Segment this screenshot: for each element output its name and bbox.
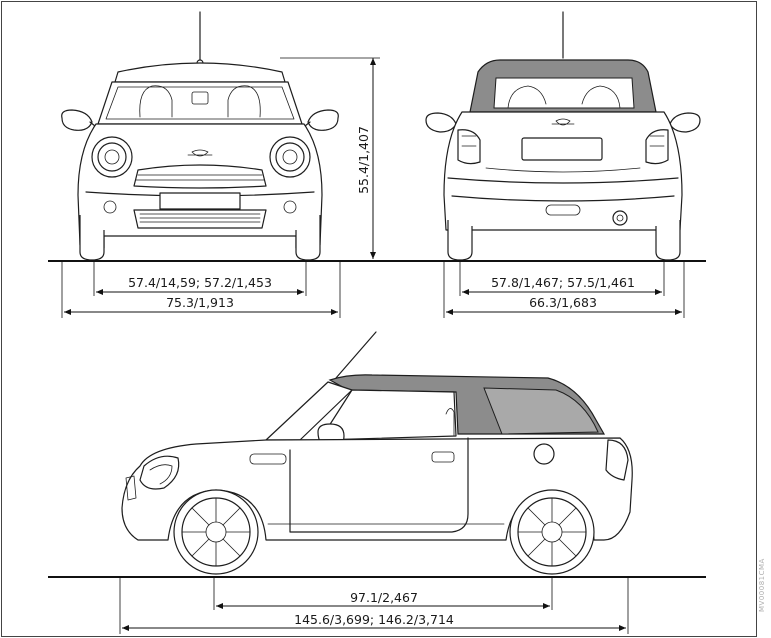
front-track-label: 57.4/14,59; 57.2/1,453	[128, 275, 272, 290]
front-width-label: 75.3/1,913	[166, 295, 234, 310]
rear-width-label: 66.3/1,683	[529, 295, 597, 310]
rear-track-label: 57.8/1,467; 57.5/1,461	[491, 275, 635, 290]
rear-view	[425, 11, 701, 261]
side-view	[121, 331, 633, 575]
front-height-label: 55.4/1,407	[356, 126, 371, 194]
front-rear-dimensions: 55.4/1,407 57.4/14,59; 57.2/1,453 75.3/1…	[48, 57, 706, 318]
side-dimensions: 97.1/2,467 145.6/3,699; 146.2/3,714	[48, 576, 706, 634]
figure-code: MV00081CMA	[758, 558, 766, 612]
front-view	[61, 11, 339, 261]
wheelbase-label: 97.1/2,467	[350, 590, 418, 605]
length-label: 145.6/3,699; 146.2/3,714	[294, 612, 454, 627]
diagram-frame	[1, 1, 757, 637]
